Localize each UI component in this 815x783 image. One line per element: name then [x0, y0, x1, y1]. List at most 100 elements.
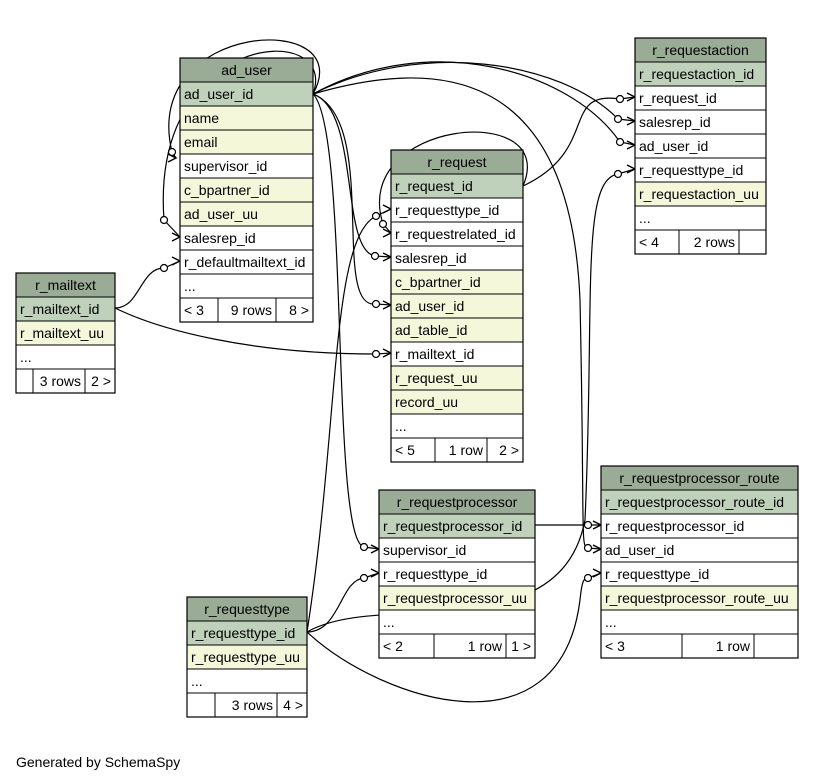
column-row-c_bpartner_id[interactable]: c_bpartner_id: [179, 177, 314, 203]
column-name: r_requestprocessor_route_uu: [605, 590, 789, 606]
column-row-salesrep_id[interactable]: salesrep_id: [390, 245, 524, 271]
relationship-r_request-r_requesttype_id: [306, 204, 393, 633]
children-count[interactable]: 1 >: [511, 638, 531, 654]
column-row-r_request_id[interactable]: r_request_id: [634, 85, 767, 111]
column-row-email[interactable]: email: [179, 129, 314, 155]
children-count-cell: [753, 633, 799, 659]
column-row-supervisor_id[interactable]: supervisor_id: [179, 153, 314, 179]
table-header-bg: [15, 272, 116, 298]
column-row-r_requesttype_id[interactable]: r_requesttype_id: [600, 561, 799, 587]
table-header[interactable]: r_requestprocessor_route: [600, 465, 799, 491]
column-cell-bg: [390, 365, 524, 391]
more-columns-label: ...: [395, 418, 407, 434]
column-row-r_requesttype_id[interactable]: r_requesttype_id: [378, 561, 536, 587]
column-name: name: [184, 110, 219, 126]
column-row-r_requesttype_id[interactable]: r_requesttype_id: [186, 620, 308, 646]
column-name: r_request_id: [639, 90, 717, 106]
column-row-ad_user_id[interactable]: ad_user_id: [390, 293, 524, 319]
table-border: [390, 149, 524, 463]
parents-count[interactable]: < 2: [383, 638, 403, 654]
relationship-r_request-salesrep_id: [312, 93, 393, 262]
column-row-r_mailtext_uu[interactable]: r_mailtext_uu: [15, 320, 116, 346]
relationship-line: [312, 77, 602, 550]
more-columns-row[interactable]: ...: [378, 609, 536, 635]
relationship-line: [312, 93, 392, 258]
column-row-r_mailtext_id[interactable]: r_mailtext_id: [390, 341, 524, 367]
column-row-r_request_uu[interactable]: r_request_uu: [390, 365, 524, 391]
column-row-r_requestaction_uu[interactable]: r_requestaction_uu: [634, 181, 767, 207]
parents-count[interactable]: < 3: [184, 302, 204, 318]
column-cell-bg: [378, 609, 536, 635]
column-row-r_requesttype_id[interactable]: r_requesttype_id: [390, 197, 524, 223]
column-row-salesrep_id[interactable]: salesrep_id: [179, 225, 314, 251]
many-cardinality-marker: [382, 204, 393, 214]
column-row-record_uu[interactable]: record_uu: [390, 389, 524, 415]
column-row-ad_table_id[interactable]: ad_table_id: [390, 317, 524, 343]
more-columns-label: ...: [639, 210, 651, 226]
column-row-r_requestprocessor_route_id[interactable]: r_requestprocessor_route_id: [600, 489, 799, 515]
children-count[interactable]: 8 >: [289, 302, 309, 318]
table-header[interactable]: r_request: [390, 149, 524, 175]
table-name: r_requestprocessor_route: [619, 470, 780, 486]
column-row-c_bpartner_id[interactable]: c_bpartner_id: [390, 269, 524, 295]
more-columns-label: ...: [191, 673, 203, 689]
table-header[interactable]: ad_user: [179, 57, 314, 83]
children-count[interactable]: 2 >: [91, 373, 111, 389]
column-cell-bg: [179, 105, 314, 131]
column-name: supervisor_id: [383, 542, 466, 558]
table-r_mailtext[interactable]: r_mailtextr_mailtext_idr_mailtext_uu...3…: [15, 272, 116, 394]
row-count-cell: [32, 368, 86, 394]
column-row-r_requesttype_id[interactable]: r_requesttype_id: [634, 157, 767, 183]
optional-cardinality-marker: [359, 573, 369, 583]
column-cell-bg: [600, 609, 799, 635]
optional-cardinality-marker: [583, 543, 593, 553]
table-r_requestprocessor[interactable]: r_requestprocessorr_requestprocessor_ids…: [378, 489, 536, 659]
relationship-line: [306, 572, 380, 633]
column-cell-bg: [179, 153, 314, 179]
parents-count[interactable]: < 4: [639, 234, 659, 250]
column-row-name[interactable]: name: [179, 105, 314, 131]
parents-count[interactable]: < 3: [605, 638, 625, 654]
table-header[interactable]: r_mailtext: [15, 272, 116, 298]
column-name: c_bpartner_id: [395, 274, 481, 290]
column-row-r_mailtext_id[interactable]: r_mailtext_id: [15, 296, 116, 322]
column-row-r_requestprocessor_uu[interactable]: r_requestprocessor_uu: [378, 585, 536, 611]
many-cardinality-marker: [167, 153, 178, 163]
column-row-r_defaultmailtext_id[interactable]: r_defaultmailtext_id: [179, 249, 314, 275]
more-columns-row[interactable]: ...: [634, 205, 767, 231]
column-row-supervisor_id[interactable]: supervisor_id: [378, 537, 536, 563]
column-row-r_requesttype_uu[interactable]: r_requesttype_uu: [186, 644, 308, 670]
column-row-ad_user_id[interactable]: ad_user_id: [179, 81, 314, 107]
more-columns-row[interactable]: ...: [15, 344, 116, 370]
more-columns-row[interactable]: ...: [186, 668, 308, 694]
more-columns-row[interactable]: ...: [179, 273, 314, 299]
column-row-r_requestprocessor_id[interactable]: r_requestprocessor_id: [600, 513, 799, 539]
more-columns-row[interactable]: ...: [390, 413, 524, 439]
more-columns-row[interactable]: ...: [600, 609, 799, 635]
row-count: 1 row: [716, 638, 751, 654]
table-header[interactable]: r_requestprocessor: [378, 489, 536, 515]
column-name: salesrep_id: [395, 250, 467, 266]
column-row-r_requestprocessor_id[interactable]: r_requestprocessor_id: [378, 513, 536, 539]
column-row-r_requestprocessor_route_uu[interactable]: r_requestprocessor_route_uu: [600, 585, 799, 611]
children-count[interactable]: 4 >: [283, 697, 303, 713]
table-r_requestprocessor_route[interactable]: r_requestprocessor_route r_requestprocess…: [600, 465, 799, 659]
table-r_requesttype[interactable]: r_requesttype r_requesttype_id r_requestty…: [186, 596, 308, 718]
column-row-ad_user_uu[interactable]: ad_user_uu: [179, 201, 314, 227]
column-name: r_requesttype_id: [191, 625, 295, 641]
parents-count[interactable]: < 5: [395, 442, 415, 458]
table-r_request[interactable]: r_requestr_request_idr_requesttype_idr_r…: [390, 149, 524, 463]
more-columns-label: ...: [605, 614, 617, 630]
column-row-ad_user_id[interactable]: ad_user_id: [600, 537, 799, 563]
column-row-r_requestaction_id[interactable]: r_requestaction_id: [634, 61, 767, 87]
column-name: r_requesttype_uu: [191, 649, 300, 665]
column-row-r_request_id[interactable]: r_request_id: [390, 173, 524, 199]
column-row-ad_user_id[interactable]: ad_user_id: [634, 133, 767, 159]
children-count[interactable]: 2 >: [499, 442, 519, 458]
table-header[interactable]: r_requestaction: [634, 37, 767, 63]
table-header[interactable]: r_requesttype: [186, 596, 308, 622]
column-row-r_requestrelated_id[interactable]: r_requestrelated_id: [390, 221, 524, 247]
column-row-salesrep_id[interactable]: salesrep_id: [634, 109, 767, 135]
